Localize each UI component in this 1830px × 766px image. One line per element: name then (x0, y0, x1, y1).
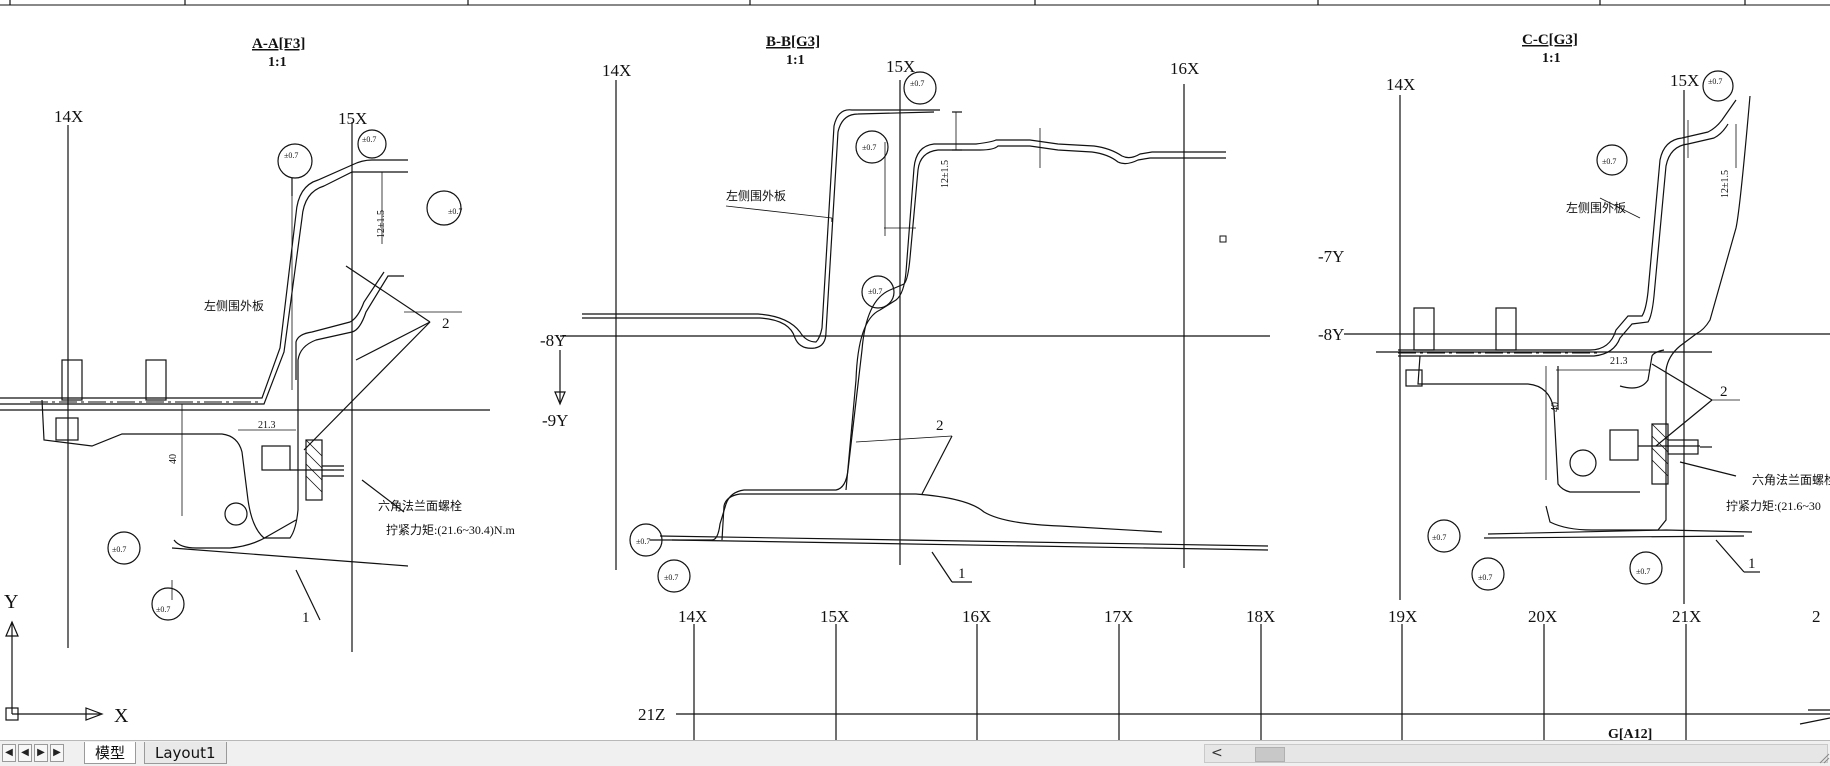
cc-tol-5: ±0.7 (1636, 567, 1650, 576)
bb-tol-5: ±0.7 (664, 573, 678, 582)
aa-callout-2: 2 (442, 316, 450, 332)
bb-dim-12: 12±1.5 (940, 160, 951, 188)
tab-layout1[interactable]: Layout1 (144, 742, 227, 764)
scroll-left-icon[interactable]: < (1211, 745, 1223, 761)
bb-label-9y: -9Y (542, 411, 568, 430)
cc-torque-label: 拧紧力矩:(21.6~30 (1726, 499, 1821, 513)
aa-label-15x: 15X (338, 109, 367, 128)
next-tab-icon: ▶ (37, 747, 45, 758)
grid-label-20x: 20X (1528, 607, 1557, 626)
first-tab-button[interactable]: ◀ (2, 744, 16, 762)
layout-tab-bar: ◀ ◀ ▶ ▶ 模型 Layout1 < (0, 740, 1830, 766)
cc-tol-3: ±0.7 (1432, 533, 1446, 542)
cc-label-15x: 15X (1670, 71, 1699, 90)
aa-tol-4: ±0.7 (112, 545, 126, 554)
first-tab-icon: ◀ (5, 747, 13, 758)
bb-title: B-B[G3] (766, 34, 820, 50)
grid-label-16x: 16X (962, 607, 991, 626)
aa-scale: 1:1 (268, 55, 287, 70)
grid-ref-label: G[A12] (1608, 727, 1652, 740)
aa-panel-label: 左侧围外板 (204, 298, 264, 313)
cc-dim-21-3: 21.3 (1610, 356, 1628, 367)
bb-scale: 1:1 (786, 53, 805, 68)
cc-dim-40: 40 (1550, 402, 1561, 412)
prev-tab-button[interactable]: ◀ (18, 744, 32, 762)
bb-label-15x: 15X (886, 57, 915, 76)
aa-tol-3: ±0.7 (448, 207, 462, 216)
tab-model[interactable]: 模型 (84, 742, 137, 764)
ucs-y-label: Y (4, 591, 18, 613)
aa-callout-1: 1 (302, 610, 310, 626)
cc-bolt-label: 六角法兰面螺栓 (1752, 472, 1830, 487)
bb-tol-3: ±0.7 (868, 287, 882, 296)
scrollbar-thumb[interactable] (1255, 747, 1285, 762)
bb-callout-1: 1 (958, 566, 966, 582)
horizontal-scrollbar[interactable]: < (1204, 744, 1828, 763)
cc-tol-1: ±0.7 (1708, 77, 1722, 86)
aa-dim-12: 12±1.5 (376, 210, 387, 238)
size-grip-icon[interactable] (1818, 741, 1830, 765)
grid-label-19x: 19X (1388, 607, 1417, 626)
prev-tab-icon: ◀ (21, 747, 29, 758)
grid-label-18x: 18X (1246, 607, 1275, 626)
aa-bolt-label: 六角法兰面螺栓 (378, 498, 462, 513)
ucs-x-label: X (114, 705, 129, 727)
bb-panel-label: 左侧围外板 (726, 188, 786, 203)
cc-callout-1: 1 (1748, 556, 1756, 572)
grid-label-14x: 14X (678, 607, 707, 626)
aa-torque-label: 拧紧力矩:(21.6~30.4)N.m (386, 523, 515, 537)
cad-drawing: A-A[F3] 1:1 14X 15X 左侧围外板 2 1 六角法兰面螺栓 拧紧… (0, 0, 1830, 740)
grid-label-21x: 21X (1672, 607, 1701, 626)
drawing-canvas[interactable]: A-A[F3] 1:1 14X 15X 左侧围外板 2 1 六角法兰面螺栓 拧紧… (0, 0, 1830, 740)
bb-tol-1: ±0.7 (910, 79, 924, 88)
aa-label-14x: 14X (54, 107, 83, 126)
cc-scale: 1:1 (1542, 51, 1561, 66)
grid-label-17x: 17X (1104, 607, 1133, 626)
last-tab-button[interactable]: ▶ (50, 744, 64, 762)
cc-label-8y: -8Y (1318, 325, 1344, 344)
aa-dim-21-3: 21.3 (258, 420, 276, 431)
aa-tol-5: ±0.7 (156, 605, 170, 614)
grid-label-15x: 15X (820, 607, 849, 626)
cc-tol-4: ±0.7 (1478, 573, 1492, 582)
cc-title: C-C[G3] (1522, 32, 1578, 48)
grid-label-21z: 21Z (638, 705, 665, 724)
bb-label-16x: 16X (1170, 59, 1199, 78)
cc-label-7y: -7Y (1318, 247, 1344, 266)
aa-tol-1: ±0.7 (284, 151, 298, 160)
cc-tol-2: ±0.7 (1602, 157, 1616, 166)
cc-dim-12: 12±1.5 (1720, 170, 1731, 198)
bb-label-14x: 14X (602, 61, 631, 80)
aa-title: A-A[F3] (252, 36, 305, 52)
bb-label-8y: -8Y (540, 331, 566, 350)
aa-dim-40: 40 (168, 454, 179, 464)
next-tab-button[interactable]: ▶ (34, 744, 48, 762)
bb-tol-2: ±0.7 (862, 143, 876, 152)
last-tab-icon: ▶ (53, 747, 61, 758)
bb-callout-2: 2 (936, 418, 944, 434)
grid-label-22x: 2 (1812, 607, 1821, 626)
aa-tol-2: ±0.7 (362, 135, 376, 144)
bb-tol-4: ±0.7 (636, 537, 650, 546)
cc-callout-2: 2 (1720, 384, 1728, 400)
cc-label-14x: 14X (1386, 75, 1415, 94)
cc-panel-label: 左侧围外板 (1566, 200, 1626, 215)
